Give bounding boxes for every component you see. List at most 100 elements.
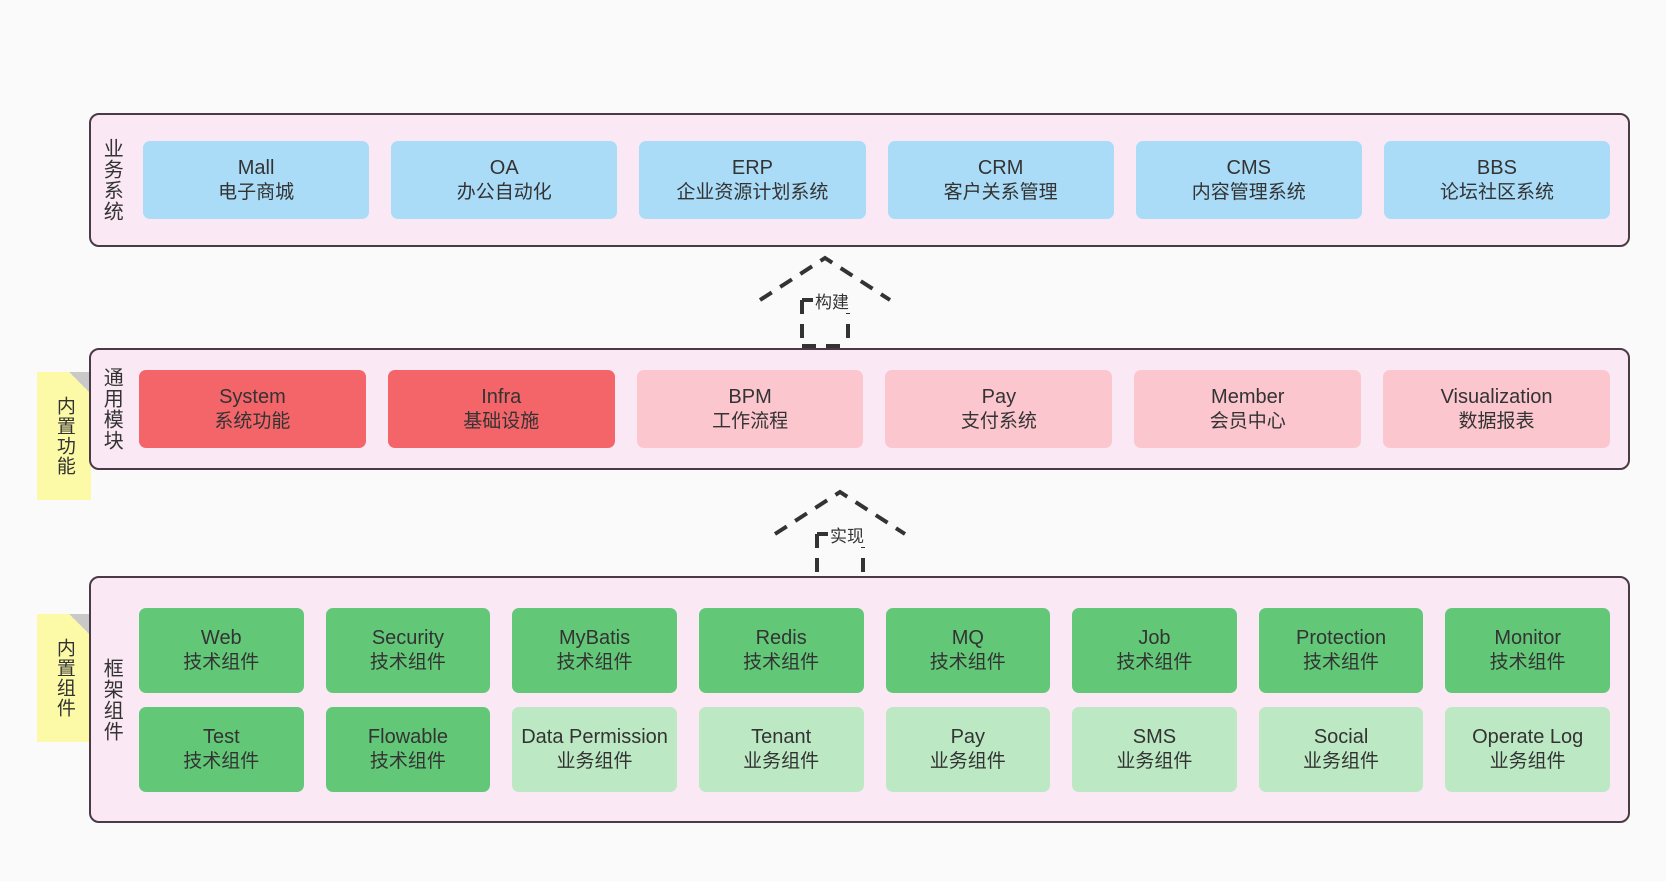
component-card-job[interactable]: Job 技术组件: [1072, 607, 1237, 693]
layer-business-systems[interactable]: 业务系统 Mall 电子商城 OA 办公自动化 ERP 企业资源计划系统 CRM…: [89, 113, 1630, 247]
card-subtitle: 业务组件: [556, 750, 633, 772]
note-builtin-components[interactable]: 内置组件: [37, 614, 91, 742]
card-subtitle: 技术组件: [183, 750, 260, 772]
system-card-oa[interactable]: OA 办公自动化: [391, 141, 618, 219]
connector-implement[interactable]: 实现: [765, 486, 945, 582]
card-subtitle: 办公自动化: [456, 181, 552, 203]
connector-label-implement: 实现: [828, 522, 866, 547]
card-subtitle: 技术组件: [1116, 651, 1193, 673]
card-title: MyBatis: [559, 627, 631, 650]
connector-build[interactable]: 构建: [750, 252, 930, 348]
card-subtitle: 业务组件: [1303, 750, 1380, 772]
card-subtitle: 工作流程: [712, 410, 789, 432]
component-card-data-permission[interactable]: Data Permission 业务组件: [512, 706, 677, 792]
layer-label-common: 通用模块: [100, 367, 123, 451]
component-card-social[interactable]: Social 业务组件: [1258, 706, 1424, 792]
component-card-redis[interactable]: Redis 技术组件: [698, 607, 864, 693]
component-card-monitor[interactable]: Monitor 技术组件: [1445, 607, 1610, 693]
card-subtitle: 系统功能: [214, 410, 291, 432]
component-card-protection[interactable]: Protection 技术组件: [1258, 607, 1424, 693]
card-subtitle: 业务组件: [1489, 750, 1566, 772]
card-subtitle: 数据报表: [1458, 410, 1535, 432]
layer-common-modules[interactable]: 通用模块 System 系统功能 Infra 基础设施 BPM 工作流程 Pay…: [89, 348, 1630, 470]
component-card-test[interactable]: Test 技术组件: [139, 706, 304, 792]
card-title: Web: [200, 627, 242, 650]
card-subtitle: 基础设施: [463, 410, 540, 432]
card-title: Mall: [237, 157, 275, 180]
card-subtitle: 企业资源计划系统: [676, 181, 829, 203]
card-subtitle: 技术组件: [929, 651, 1006, 673]
layer-label-business: 业务系统: [100, 138, 123, 222]
card-subtitle: 技术组件: [183, 651, 260, 673]
layer-row: Mall 电子商城 OA 办公自动化 ERP 企业资源计划系统 CRM 客户关系…: [143, 141, 1611, 219]
card-subtitle: 技术组件: [369, 651, 446, 673]
note-fold-corner-icon: [69, 614, 91, 636]
layer-body-framework: Web 技术组件 Security 技术组件 MyBatis 技术组件 Redi…: [131, 578, 1628, 821]
layer-body-business: Mall 电子商城 OA 办公自动化 ERP 企业资源计划系统 CRM 客户关系…: [131, 115, 1628, 245]
card-title: Tenant: [751, 726, 812, 749]
system-card-cms[interactable]: CMS 内容管理系统: [1135, 141, 1362, 219]
card-subtitle: 技术组件: [1303, 651, 1380, 673]
card-title: OA: [489, 157, 519, 180]
card-title: Social: [1313, 726, 1369, 749]
component-card-flowable[interactable]: Flowable 技术组件: [325, 706, 491, 792]
layer-row: Web 技术组件 Security 技术组件 MyBatis 技术组件 Redi…: [139, 607, 1610, 693]
component-card-mybatis[interactable]: MyBatis 技术组件: [512, 607, 677, 693]
component-card-tenant[interactable]: Tenant 业务组件: [698, 706, 864, 792]
note-text: 内置功能: [53, 396, 75, 476]
card-subtitle: 会员中心: [1209, 410, 1286, 432]
card-title: Pay: [950, 726, 986, 749]
system-card-mall[interactable]: Mall 电子商城: [143, 141, 370, 219]
card-title: Protection: [1296, 627, 1387, 650]
card-title: Security: [371, 627, 445, 650]
card-title: Test: [202, 726, 240, 749]
layer-row: System 系统功能 Infra 基础设施 BPM 工作流程 Pay 支付系统…: [139, 370, 1610, 448]
module-card-system[interactable]: System 系统功能: [139, 370, 366, 448]
system-card-erp[interactable]: ERP 企业资源计划系统: [639, 141, 866, 219]
component-card-sms[interactable]: SMS 业务组件: [1072, 706, 1237, 792]
card-subtitle: 技术组件: [1489, 651, 1566, 673]
card-subtitle: 客户关系管理: [943, 181, 1058, 203]
card-title: BPM: [728, 386, 772, 409]
card-subtitle: 内容管理系统: [1191, 181, 1306, 203]
layer-body-common: System 系统功能 Infra 基础设施 BPM 工作流程 Pay 支付系统…: [131, 350, 1628, 468]
card-subtitle: 论坛社区系统: [1439, 181, 1554, 203]
module-card-infra[interactable]: Infra 基础设施: [387, 370, 615, 448]
component-card-security[interactable]: Security 技术组件: [325, 607, 491, 693]
card-title: CMS: [1226, 157, 1271, 180]
note-text: 内置组件: [53, 638, 75, 718]
layer-label-framework: 框架组件: [100, 657, 123, 742]
note-builtin-features[interactable]: 内置功能: [37, 372, 91, 500]
card-title: Flowable: [367, 726, 448, 749]
card-subtitle: 技术组件: [556, 651, 633, 673]
card-title: Monitor: [1494, 627, 1562, 650]
system-card-bbs[interactable]: BBS 论坛社区系统: [1383, 141, 1611, 219]
card-subtitle: 业务组件: [929, 750, 1006, 772]
card-subtitle: 技术组件: [369, 750, 446, 772]
card-title: Visualization: [1440, 386, 1553, 409]
layer-framework-components[interactable]: 框架组件 Web 技术组件 Security 技术组件 MyBatis 技术组件…: [89, 576, 1630, 823]
card-title: Data Permission: [521, 726, 668, 749]
module-card-bpm[interactable]: BPM 工作流程: [636, 370, 864, 448]
component-card-mq[interactable]: MQ 技术组件: [885, 607, 1051, 693]
card-title: Job: [1138, 627, 1171, 650]
card-title: System: [219, 386, 286, 409]
component-card-operate-log[interactable]: Operate Log 业务组件: [1445, 706, 1610, 792]
card-title: Redis: [755, 627, 807, 650]
component-card-web[interactable]: Web 技术组件: [139, 607, 304, 693]
card-title: Member: [1211, 386, 1285, 409]
card-subtitle: 技术组件: [743, 651, 820, 673]
system-card-crm[interactable]: CRM 客户关系管理: [887, 141, 1114, 219]
card-title: MQ: [951, 627, 984, 650]
card-title: ERP: [731, 157, 773, 180]
card-subtitle: 业务组件: [1116, 750, 1193, 772]
card-subtitle: 支付系统: [960, 410, 1037, 432]
module-card-visualization[interactable]: Visualization 数据报表: [1383, 370, 1610, 448]
card-title: Infra: [481, 386, 522, 409]
module-card-member[interactable]: Member 会员中心: [1134, 370, 1362, 448]
module-card-pay[interactable]: Pay 支付系统: [885, 370, 1113, 448]
note-fold-corner-icon: [69, 372, 91, 394]
card-title: BBS: [1476, 157, 1517, 180]
card-subtitle: 电子商城: [218, 181, 295, 203]
component-card-pay[interactable]: Pay 业务组件: [885, 706, 1051, 792]
